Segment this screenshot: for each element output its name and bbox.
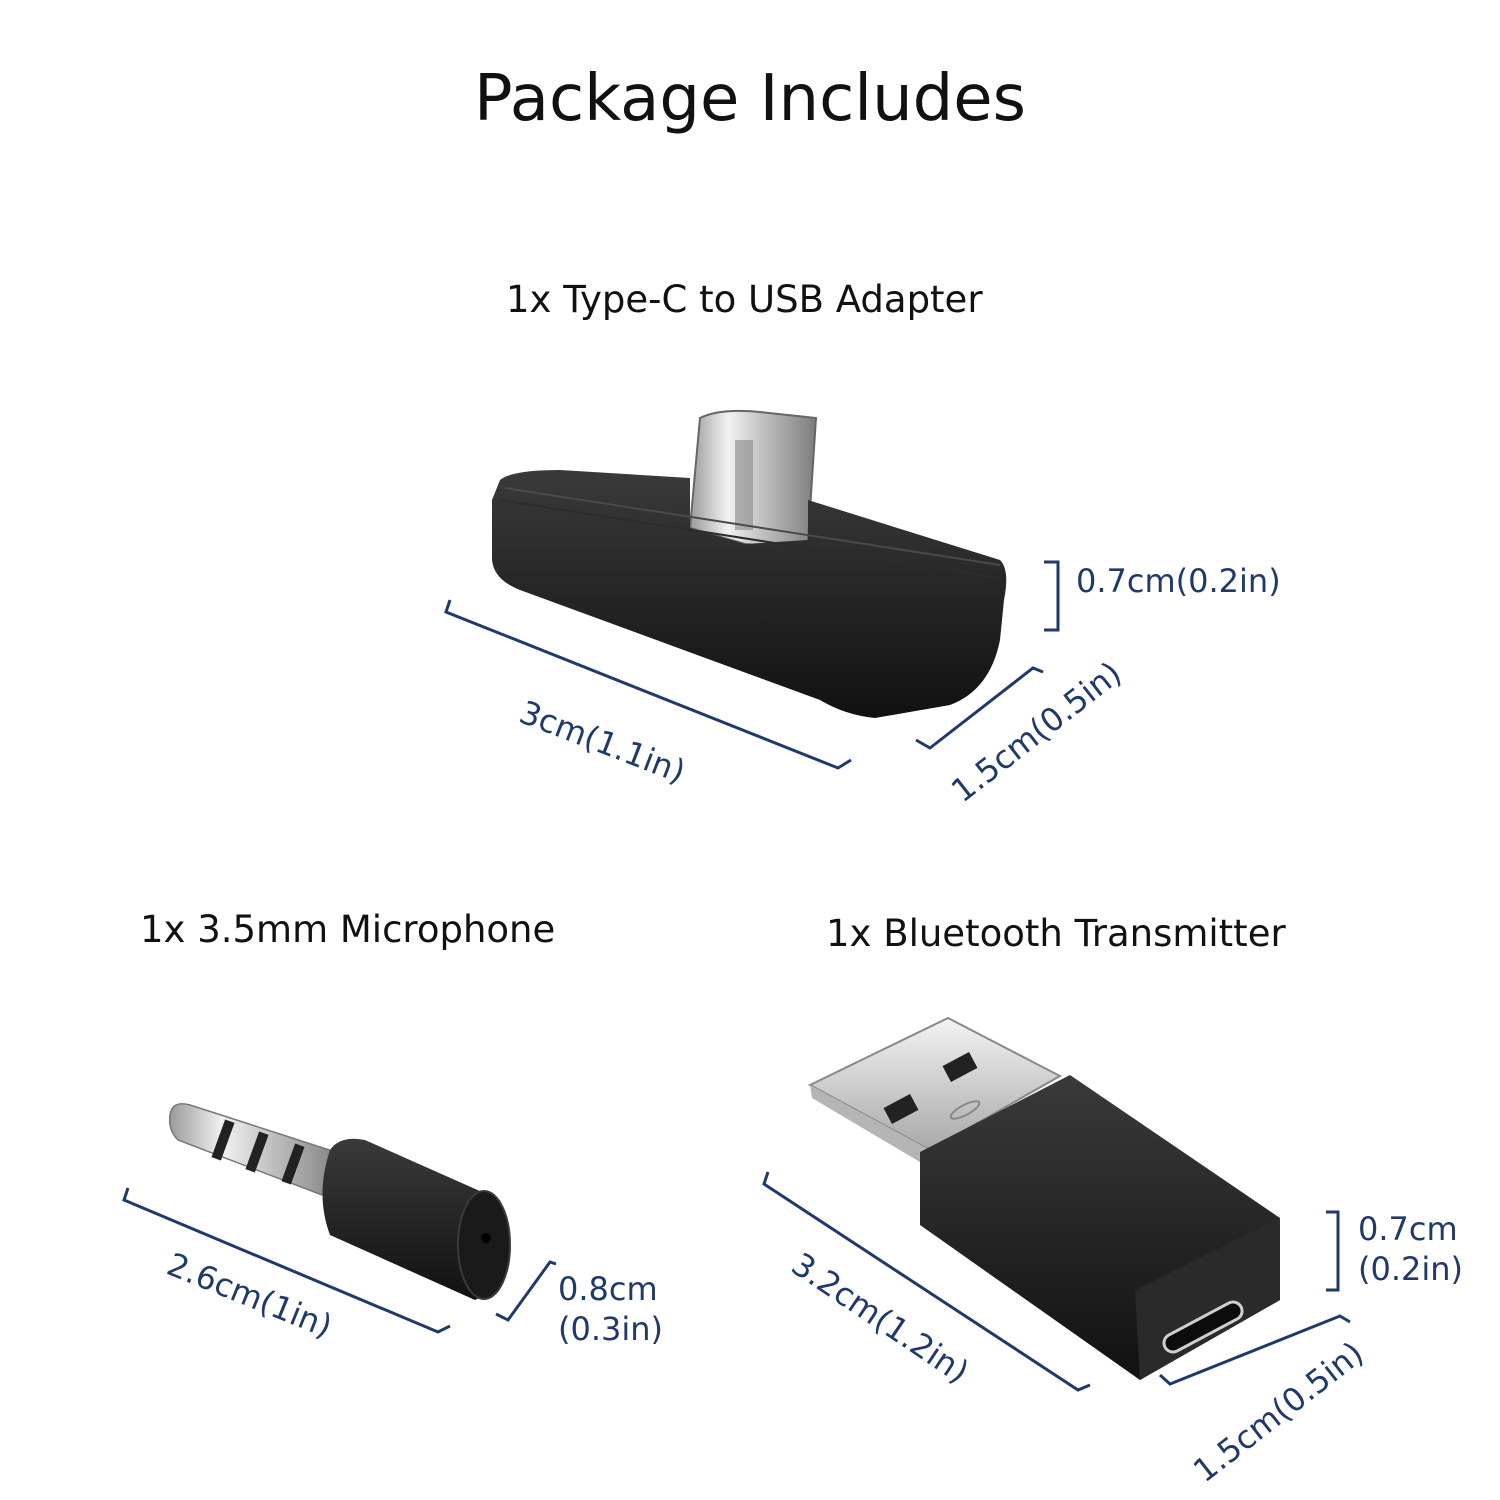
bluetooth-transmitter-image xyxy=(807,1016,1280,1380)
microphone-image xyxy=(168,1103,511,1300)
transmitter-height-dim-line2: (0.2in) xyxy=(1358,1250,1464,1288)
bluetooth-transmitter-label: 1x Bluetooth Transmitter xyxy=(826,912,1286,955)
type-c-adapter-label: 1x Type-C to USB Adapter xyxy=(506,278,983,321)
microphone-diameter-dim-line2: (0.3in) xyxy=(558,1310,664,1348)
dimension-lines xyxy=(122,560,1351,1392)
type-c-adapter-image xyxy=(492,409,1007,718)
microphone-diameter-dim-line1: 0.8cm xyxy=(558,1270,658,1308)
page-title: Package Includes xyxy=(474,62,1026,136)
microphone-label: 1x 3.5mm Microphone xyxy=(140,908,556,951)
transmitter-height-dim-line1: 0.7cm xyxy=(1358,1210,1458,1248)
adapter-height-dim: 0.7cm(0.2in) xyxy=(1076,562,1281,600)
